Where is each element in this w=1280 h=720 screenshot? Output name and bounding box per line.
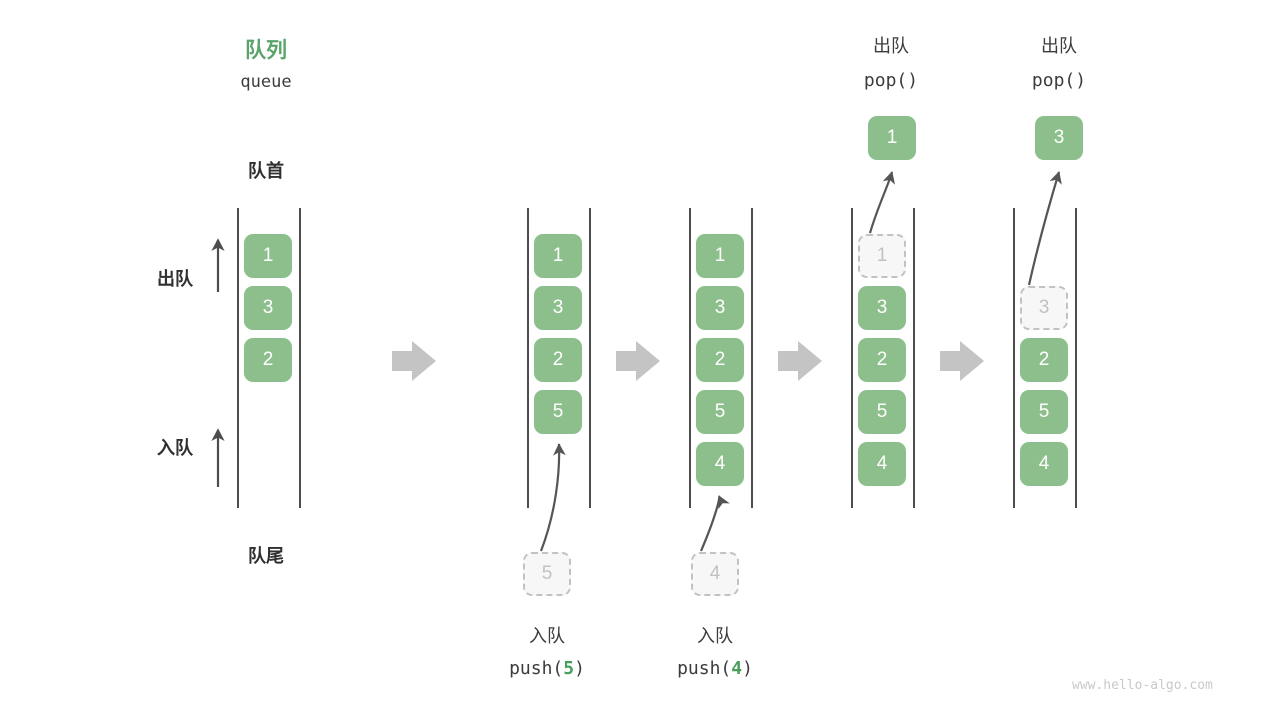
watermark: www.hello-algo.com — [1072, 678, 1213, 693]
queue-cell: 3 — [534, 286, 582, 330]
enqueue-label: 入队 — [157, 438, 193, 458]
push-caption-code-arg: 5 — [563, 658, 575, 679]
queue-cell-new: 5 — [534, 390, 582, 434]
page-title: 队列 — [245, 39, 287, 62]
queue-stage-push-5: 1 3 2 5 — [527, 208, 591, 508]
queue-cell: 1 — [696, 234, 744, 278]
queue-cell: 4 — [858, 442, 906, 486]
push-caption-code: push(4) — [656, 658, 774, 679]
queue-cell-new: 4 — [696, 442, 744, 486]
pop-caption-cn: 出队 — [873, 36, 909, 56]
queue-stage-pop-3: 3 2 5 4 — [1013, 208, 1077, 508]
queue-rail-right — [589, 208, 591, 508]
pop-caption-code: pop() — [863, 70, 919, 91]
queue-cell: 5 — [1020, 390, 1068, 434]
page-subtitle: queue — [240, 72, 292, 92]
rear-label: 队尾 — [248, 546, 284, 566]
queue-rail-left — [237, 208, 239, 508]
queue-cell: 2 — [1020, 338, 1068, 382]
flow-arrow-2 — [616, 341, 660, 381]
queue-cell: 1 — [244, 234, 292, 278]
popped-cell: 3 — [1035, 116, 1083, 160]
pop-caption-cn: 出队 — [1041, 36, 1077, 56]
dequeue-label: 出队 — [157, 269, 193, 289]
queue-cell: 2 — [696, 338, 744, 382]
queue-rail-left — [527, 208, 529, 508]
queue-rail-right — [299, 208, 301, 508]
queue-cell: 5 — [858, 390, 906, 434]
push-caption-cn: 入队 — [529, 626, 565, 646]
queue-cell-removed: 3 — [1020, 286, 1068, 330]
push-caption-code-head: push( — [509, 658, 564, 679]
flow-arrow-1 — [392, 341, 436, 381]
queue-rail-left — [851, 208, 853, 508]
queue-cell-removed: 1 — [858, 234, 906, 278]
queue-cell: 3 — [244, 286, 292, 330]
queue-rail-right — [1075, 208, 1077, 508]
queue-rail-left — [689, 208, 691, 508]
push-source-cell: 5 — [523, 552, 571, 596]
queue-cell: 2 — [534, 338, 582, 382]
push-caption-code-arg: 4 — [731, 658, 743, 679]
queue-stage-push-4: 1 3 2 5 4 — [689, 208, 753, 508]
queue-cell: 4 — [1020, 442, 1068, 486]
flow-arrow-3 — [778, 341, 822, 381]
push-caption-cn: 入队 — [697, 626, 733, 646]
queue-cell: 3 — [858, 286, 906, 330]
queue-rail-right — [913, 208, 915, 508]
popped-cell: 1 — [868, 116, 916, 160]
queue-cell: 2 — [244, 338, 292, 382]
queue-cell: 1 — [534, 234, 582, 278]
queue-rail-right — [751, 208, 753, 508]
push-caption-code-head: push( — [677, 658, 732, 679]
front-label: 队首 — [248, 161, 284, 181]
push-source-cell: 4 — [691, 552, 739, 596]
flow-arrow-4 — [940, 341, 984, 381]
queue-cell: 3 — [696, 286, 744, 330]
push-caption-code-tail: ) — [574, 658, 585, 679]
push-caption-code-tail: ) — [742, 658, 753, 679]
queue-stage-pop-1: 1 3 2 5 4 — [851, 208, 915, 508]
queue-stage-initial: 1 3 2 — [237, 208, 301, 508]
queue-cell: 2 — [858, 338, 906, 382]
queue-cell: 5 — [696, 390, 744, 434]
queue-rail-left — [1013, 208, 1015, 508]
pop-caption-code: pop() — [1031, 70, 1087, 91]
push-caption-code: push(5) — [488, 658, 606, 679]
